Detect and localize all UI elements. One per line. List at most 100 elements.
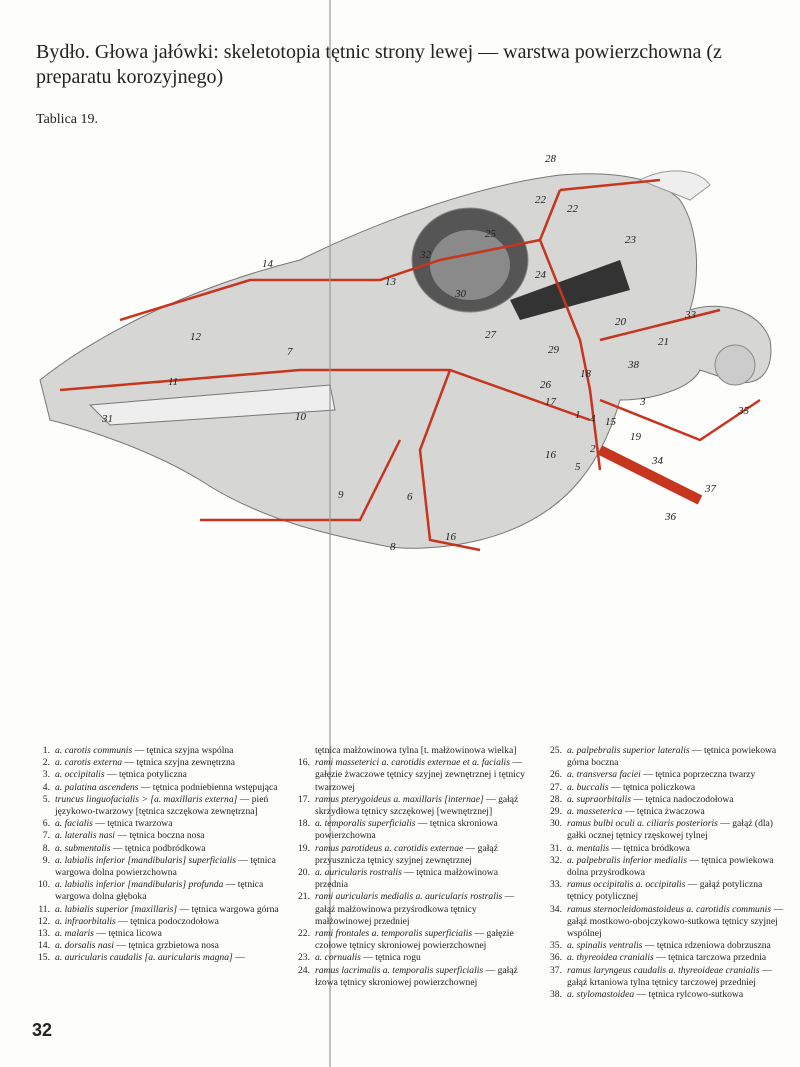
legend-text: a. spinalis ventralis — tętnica rdzeniow… bbox=[567, 940, 771, 952]
legend-text: a. occipitalis — tętnica potyliczna bbox=[55, 769, 187, 781]
latin-name: a. palatina ascendens bbox=[55, 781, 139, 793]
polish-name: tętnica małżowinowa tylna [t. małżowinow… bbox=[315, 745, 517, 756]
legend-entry: 37.ramus laryngeus caudalis a. thyreoide… bbox=[542, 965, 787, 989]
artery-label: 33 bbox=[684, 309, 697, 321]
latin-name: a. transversa faciei bbox=[567, 769, 641, 781]
legend-text: ramus laryngeus caudalis a. thyreoideae … bbox=[567, 965, 787, 989]
legend-column-1: 1.a. carotis communis — tętnica szyjna w… bbox=[30, 745, 282, 965]
polish-name: — tętnica wargowa górna bbox=[177, 903, 279, 915]
legend-column-2: tętnica małżowinowa tylna [t. małżowinow… bbox=[290, 745, 530, 989]
latin-name: ramus bulbi oculi a. ciliaris posteriori… bbox=[567, 818, 718, 830]
polish-name: — tętnica wargowa dolna głęboka bbox=[55, 879, 264, 903]
polish-name: — gałąź małżowinowa przyśrodkowa tętnicy… bbox=[315, 891, 515, 927]
legend-number: 5. bbox=[42, 793, 50, 805]
legend-entry: 19.ramus parotideus a. carotidis externa… bbox=[290, 843, 530, 867]
legend-column-3: 25.a. palpebralis superior lateralis — t… bbox=[542, 745, 787, 1001]
artery-label: 27 bbox=[485, 329, 497, 341]
polish-name: — tętnica boczna nosa bbox=[114, 830, 205, 842]
legend-text: rami frontales a. temporalis superficial… bbox=[315, 928, 530, 952]
polish-name: — tętnica bródkowa bbox=[609, 842, 690, 854]
legend-entry: 38.a. stylomastoidea — tętnica rylcowo-s… bbox=[542, 989, 787, 1001]
legend-text: ramus occipitalis a. occipitalis — gałąź… bbox=[567, 879, 787, 903]
legend-text: a. auricularis rostralis — tętnica małżo… bbox=[315, 867, 530, 891]
legend-number: 1. bbox=[42, 745, 50, 756]
legend-entry: 24.ramus lacrimalis a. temporalis superf… bbox=[290, 965, 530, 989]
legend-number: 34. bbox=[550, 903, 562, 915]
latin-name: ramus laryngeus caudalis a. thyreoideae … bbox=[567, 964, 760, 976]
legend-entry: 27.a. buccalis — tętnica policzkowa bbox=[542, 782, 787, 794]
polish-name: — tętnica powiekowa górna boczna bbox=[567, 745, 777, 769]
artery-label: 36 bbox=[664, 511, 677, 523]
latin-name: ramus occipitalis a. occipitalis bbox=[567, 879, 686, 891]
legend-number: 38. bbox=[550, 989, 562, 1001]
artery-label: 37 bbox=[704, 483, 717, 495]
polish-name: — tętnica szyjna zewnętrzna bbox=[122, 757, 235, 769]
latin-name: a. labialis inferior [mandibularis] prof… bbox=[55, 879, 224, 891]
artery-label: 6 bbox=[407, 491, 413, 503]
latin-name: ramus sternocleidomastoideus a. carotidi… bbox=[567, 903, 772, 915]
polish-name: — gałąź potyliczna tętnicy potylicznej bbox=[567, 879, 763, 903]
legend-entry: 12.a. infraorbitalis — tętnica podoczodo… bbox=[30, 916, 282, 928]
artery-label: 21 bbox=[658, 336, 669, 348]
legend-entry: 29.a. masseterica — tętnica żwaczowa bbox=[542, 806, 787, 818]
legend-entry: 16. rami masseterici a. carotidis externa… bbox=[290, 757, 530, 794]
skull-drawing bbox=[39, 170, 772, 549]
artery-label: 29 bbox=[548, 344, 560, 356]
legend-entry: 32.a. palpebralis inferior medialis — tę… bbox=[542, 855, 787, 879]
legend-number: 12. bbox=[38, 915, 50, 927]
legend-text: a. supraorbitalis — tętnica nadoczodołow… bbox=[567, 794, 734, 806]
legend-number: 16. bbox=[298, 757, 310, 769]
legend-number: 31. bbox=[550, 842, 562, 854]
polish-name: — tętnica powiekowa dolna przyśrodkowa bbox=[567, 854, 774, 879]
polish-name: — tętnica rylcowo-sutkowa bbox=[634, 989, 744, 1001]
legend-text: a. malaris — tętnica licowa bbox=[55, 928, 162, 940]
legend-number: 6. bbox=[42, 818, 50, 830]
legend-entry: 6.a. facialis — tętnica twarzowa bbox=[30, 818, 282, 830]
legend-entry: 35. a. spinalis ventralis — tętnica rdzen… bbox=[542, 940, 787, 952]
polish-name: — gałąź krtaniowa tylna tętnicy tarczowe… bbox=[567, 964, 772, 988]
polish-name: — gałąź przyusznicza tętnicy szyjnej zew… bbox=[315, 842, 498, 866]
legend-number: 35. bbox=[550, 940, 562, 952]
artery-label: 35 bbox=[737, 405, 750, 417]
artery-label: 15 bbox=[605, 416, 617, 428]
latin-name: ramus parotideus a. carotidis externae bbox=[315, 842, 464, 854]
artery-label: 8 bbox=[390, 541, 396, 553]
legend-text: tętnica małżowinowa tylna [t. małżowinow… bbox=[315, 745, 516, 757]
legend-number: 11. bbox=[38, 903, 50, 915]
legend-number: 23. bbox=[298, 952, 310, 964]
legend-entry: 21.rami auricularis medialis a. auricula… bbox=[290, 891, 530, 928]
artery-label: 3 bbox=[639, 396, 646, 408]
legend-text: a. dorsalis nasi — tętnica grzbietowa no… bbox=[55, 940, 219, 952]
artery-label: 24 bbox=[535, 269, 547, 281]
latin-name: a. lateralis nasi bbox=[55, 830, 115, 842]
legend-entry: 10.a. labialis inferior [mandibularis] p… bbox=[30, 879, 282, 903]
latin-name: a. palpebralis inferior medialis bbox=[567, 854, 687, 866]
legend-number: 29. bbox=[550, 806, 562, 818]
legend-entry: 2.a. carotis externa — tętnica szyjna ze… bbox=[30, 757, 282, 769]
legend-text: a. labialis inferior [mandibularis] supe… bbox=[55, 855, 282, 879]
artery-label: 14 bbox=[262, 258, 274, 270]
legend-entry: 20.a. auricularis rostralis — tętnica ma… bbox=[290, 867, 530, 891]
legend-entry: tętnica małżowinowa tylna [t. małżowinow… bbox=[290, 745, 530, 757]
polish-name: — tętnica poprzeczna twarzy bbox=[640, 769, 756, 781]
legend-entry: 13.a. malaris — tętnica licowa bbox=[30, 928, 282, 940]
legend-number: 21. bbox=[298, 891, 310, 903]
polish-name: — tętnica skroniowa powierzchowna bbox=[315, 818, 498, 842]
artery-label: 16 bbox=[545, 449, 557, 461]
legend-entry: 5.truncus linguofacialis > [a. maxillari… bbox=[30, 794, 282, 818]
polish-name: — bbox=[232, 952, 245, 964]
skull-artery-illustration: 2822222325323013142420332112727293818111… bbox=[39, 153, 772, 553]
artery-label: 19 bbox=[630, 431, 642, 443]
artery-label: 11 bbox=[168, 376, 178, 388]
artery-label: 5 bbox=[575, 461, 581, 473]
legend-entry: 26.a. transversa faciei — tętnica poprze… bbox=[542, 769, 787, 781]
legend-entry: 4.a. palatina ascendens — tętnica podnie… bbox=[30, 782, 282, 794]
latin-name: a. supraorbitalis bbox=[567, 793, 631, 805]
legend-entry: 30.ramus bulbi oculi a. ciliaris posteri… bbox=[542, 818, 787, 842]
legend-text: a. labialis inferior [mandibularis] prof… bbox=[55, 879, 282, 903]
artery-label: 9 bbox=[338, 489, 344, 501]
legend-entry: 14.a. dorsalis nasi — tętnica grzbietowa… bbox=[30, 940, 282, 952]
polish-name: — gałęzie czołowe tętnicy skroniowej pow… bbox=[315, 928, 514, 952]
legend-text: rami masseterici a. carotidis externae e… bbox=[315, 757, 530, 794]
